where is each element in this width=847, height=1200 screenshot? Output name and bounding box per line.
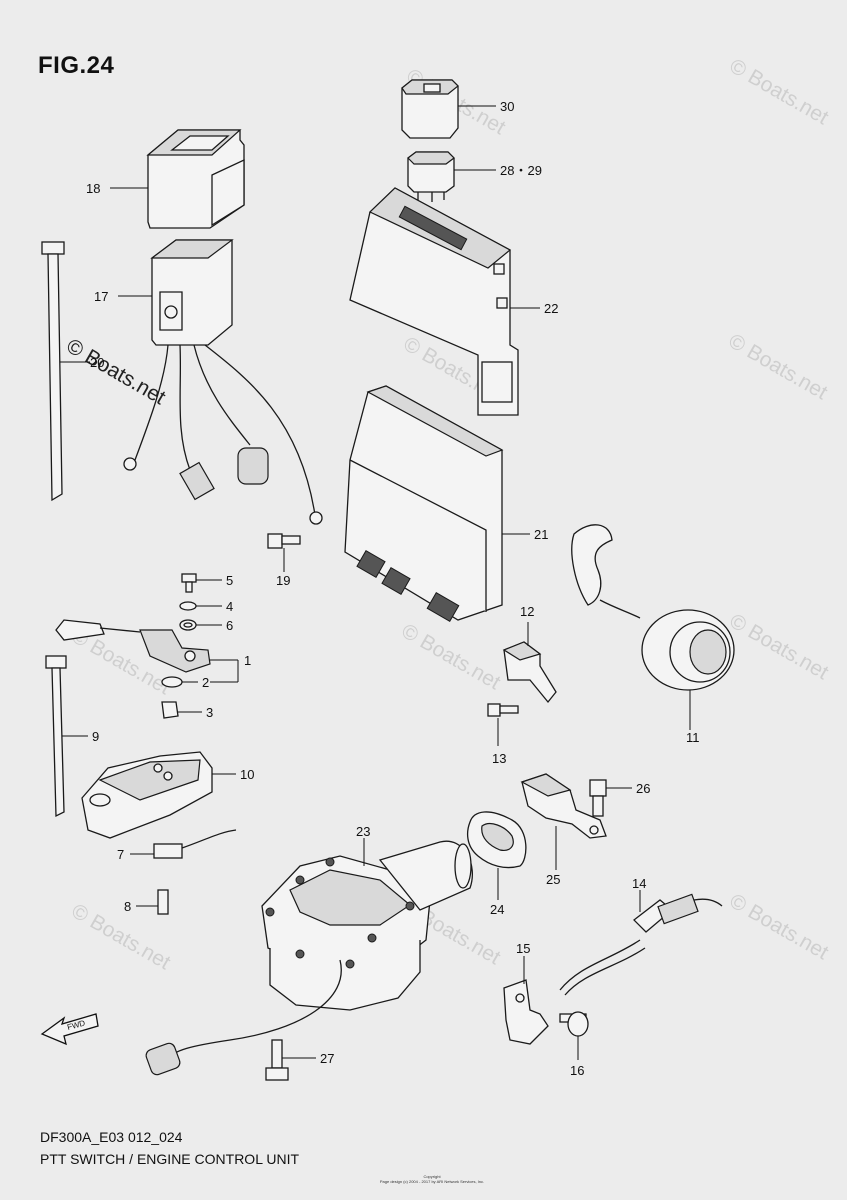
watermark: © Boats.net bbox=[398, 619, 505, 694]
callout-13: 13 bbox=[492, 751, 506, 766]
part-25-bracket bbox=[520, 773, 607, 870]
part-28-29-relay bbox=[407, 151, 496, 202]
part-9-cable-tie bbox=[45, 655, 88, 818]
figure-title: FIG.24 bbox=[38, 52, 115, 79]
part-10-switch-housing bbox=[81, 751, 236, 839]
part-21-ecu bbox=[344, 385, 530, 622]
part-8-screw bbox=[136, 889, 169, 915]
callout-3: 3 bbox=[206, 705, 213, 720]
part-12-bracket bbox=[502, 622, 557, 704]
part-7-switch bbox=[130, 829, 237, 859]
part-27-bolt bbox=[265, 1039, 316, 1081]
callout-21: 21 bbox=[534, 527, 548, 542]
callout-2: 2 bbox=[202, 675, 209, 690]
part-13-bolt bbox=[487, 703, 519, 746]
part-18-cover bbox=[110, 129, 245, 229]
callout-28-29: 28・29 bbox=[500, 163, 542, 178]
watermark: © Boats.net bbox=[725, 329, 832, 404]
callout-14: 14 bbox=[632, 876, 646, 891]
callout-19: 19 bbox=[276, 573, 290, 588]
callout-10: 10 bbox=[240, 767, 254, 782]
callout-12: 12 bbox=[520, 604, 534, 619]
callout-labels: 30 28・29 18 17 20 22 21 19 5 4 6 1 2 3 9… bbox=[86, 99, 700, 1078]
callout-5: 5 bbox=[226, 573, 233, 588]
fwd-arrow-icon: FWD bbox=[40, 1013, 99, 1046]
callout-18: 18 bbox=[86, 181, 100, 196]
callout-25: 25 bbox=[546, 872, 560, 887]
part-3-clip bbox=[161, 701, 202, 719]
copyright-line: Copyright bbox=[423, 1174, 441, 1179]
figure-description: PTT SWITCH / ENGINE CONTROL UNIT bbox=[40, 1151, 300, 1167]
callout-9: 9 bbox=[92, 729, 99, 744]
callout-24: 24 bbox=[490, 902, 504, 917]
part-1-ptt-sensor bbox=[55, 619, 239, 683]
part-22-ecu-cover bbox=[349, 187, 540, 416]
copyright-notice: Copyright Page design (c) 2004 - 2017 by… bbox=[372, 1174, 492, 1184]
part-15-clamp bbox=[503, 956, 549, 1045]
callout-17: 17 bbox=[94, 289, 108, 304]
callout-16: 16 bbox=[570, 1063, 584, 1078]
callout-6: 6 bbox=[226, 618, 233, 633]
part-19-bolt bbox=[267, 533, 301, 572]
callout-20: 20 bbox=[90, 355, 104, 370]
part-17-control-box bbox=[118, 239, 323, 525]
watermark: © Boats.net bbox=[726, 609, 833, 684]
watermark: © Boats.net bbox=[63, 334, 170, 409]
callout-15: 15 bbox=[516, 941, 530, 956]
callout-23: 23 bbox=[356, 824, 370, 839]
callout-22: 22 bbox=[544, 301, 558, 316]
part-30-relay bbox=[401, 79, 496, 139]
parts-5-4-6-fasteners bbox=[179, 573, 222, 631]
part-2-o-ring bbox=[161, 676, 198, 688]
copyright-line: Page design (c) 2004 - 2017 by ARI Netwo… bbox=[379, 1179, 485, 1184]
callout-1: 1 bbox=[244, 653, 251, 668]
callout-26: 26 bbox=[636, 781, 650, 796]
part-24-rubber-band bbox=[466, 811, 527, 900]
callout-7: 7 bbox=[117, 847, 124, 862]
watermark: © Boats.net bbox=[726, 889, 833, 964]
watermark: © Boats.net bbox=[726, 54, 833, 129]
part-11-socket bbox=[571, 524, 735, 730]
callout-8: 8 bbox=[124, 899, 131, 914]
part-14-switch bbox=[559, 890, 723, 996]
model-code: DF300A_E03 012_024 bbox=[40, 1129, 183, 1145]
callout-27: 27 bbox=[320, 1051, 334, 1066]
part-23-ptt-motor bbox=[145, 838, 473, 1076]
callout-4: 4 bbox=[226, 599, 233, 614]
part-26-bolt bbox=[589, 779, 632, 817]
part-20-cable-tie bbox=[41, 241, 90, 502]
part-16-bolt bbox=[559, 1011, 589, 1060]
callout-11: 11 bbox=[686, 730, 700, 745]
callout-30: 30 bbox=[500, 99, 514, 114]
